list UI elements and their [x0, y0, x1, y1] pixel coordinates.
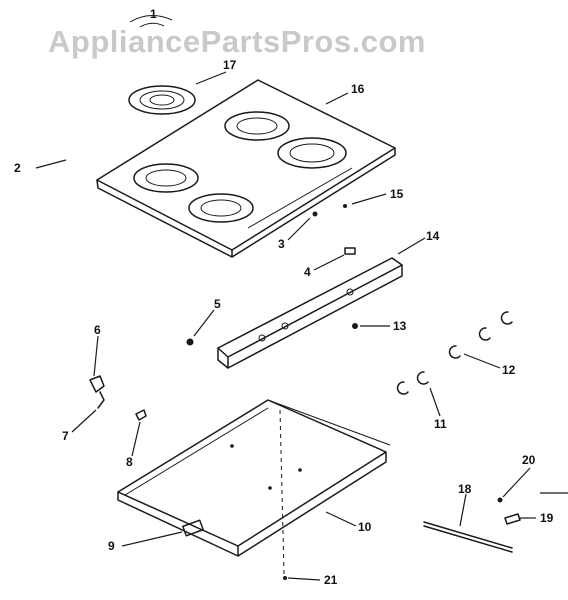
callout-4: 4 — [304, 265, 311, 279]
bracket-part — [89, 375, 105, 409]
front-brace — [217, 257, 403, 369]
callout-19: 19 — [540, 511, 554, 525]
callout-21: 21 — [324, 573, 338, 587]
rod-part — [423, 521, 513, 553]
screw-part — [186, 338, 194, 346]
clip-part — [504, 513, 521, 525]
watermark-text: AppliancePartsPros.com — [48, 24, 426, 59]
callout-20: 20 — [522, 453, 536, 467]
callout-3: 3 — [278, 237, 285, 251]
cooktop-panel — [96, 79, 396, 258]
leader-lines — [35, 71, 536, 581]
callout-6: 6 — [94, 323, 101, 337]
burner-cap — [128, 85, 196, 115]
screw-part — [343, 204, 347, 208]
burner-opening — [133, 163, 199, 193]
callout-16: 16 — [351, 82, 365, 96]
burner-opening — [188, 193, 254, 223]
burner-opening — [277, 137, 347, 169]
screw-part — [352, 323, 358, 329]
clip-part — [344, 247, 356, 255]
callout-1: 1 — [150, 7, 157, 21]
callout-7: 7 — [62, 429, 69, 443]
callout-13: 13 — [393, 319, 407, 333]
spring-clip — [396, 311, 513, 395]
burner-opening — [224, 111, 290, 141]
callout-10: 10 — [358, 520, 372, 534]
callout-9: 9 — [108, 539, 115, 553]
callout-5: 5 — [214, 297, 221, 311]
callout-14: 14 — [426, 229, 440, 243]
callout-11: 11 — [434, 417, 447, 431]
callout-2: 2 — [14, 161, 21, 175]
callout-18: 18 — [458, 482, 472, 496]
screw-part — [283, 576, 287, 580]
screw-part — [135, 409, 147, 421]
screw-part — [497, 497, 503, 503]
screw-part — [312, 211, 318, 217]
clip-part — [129, 15, 173, 28]
callout-12: 12 — [502, 363, 516, 377]
callout-15: 15 — [390, 187, 404, 201]
callout-17: 17 — [223, 58, 237, 72]
callout-8: 8 — [126, 455, 133, 469]
bottom-pan — [117, 399, 391, 557]
